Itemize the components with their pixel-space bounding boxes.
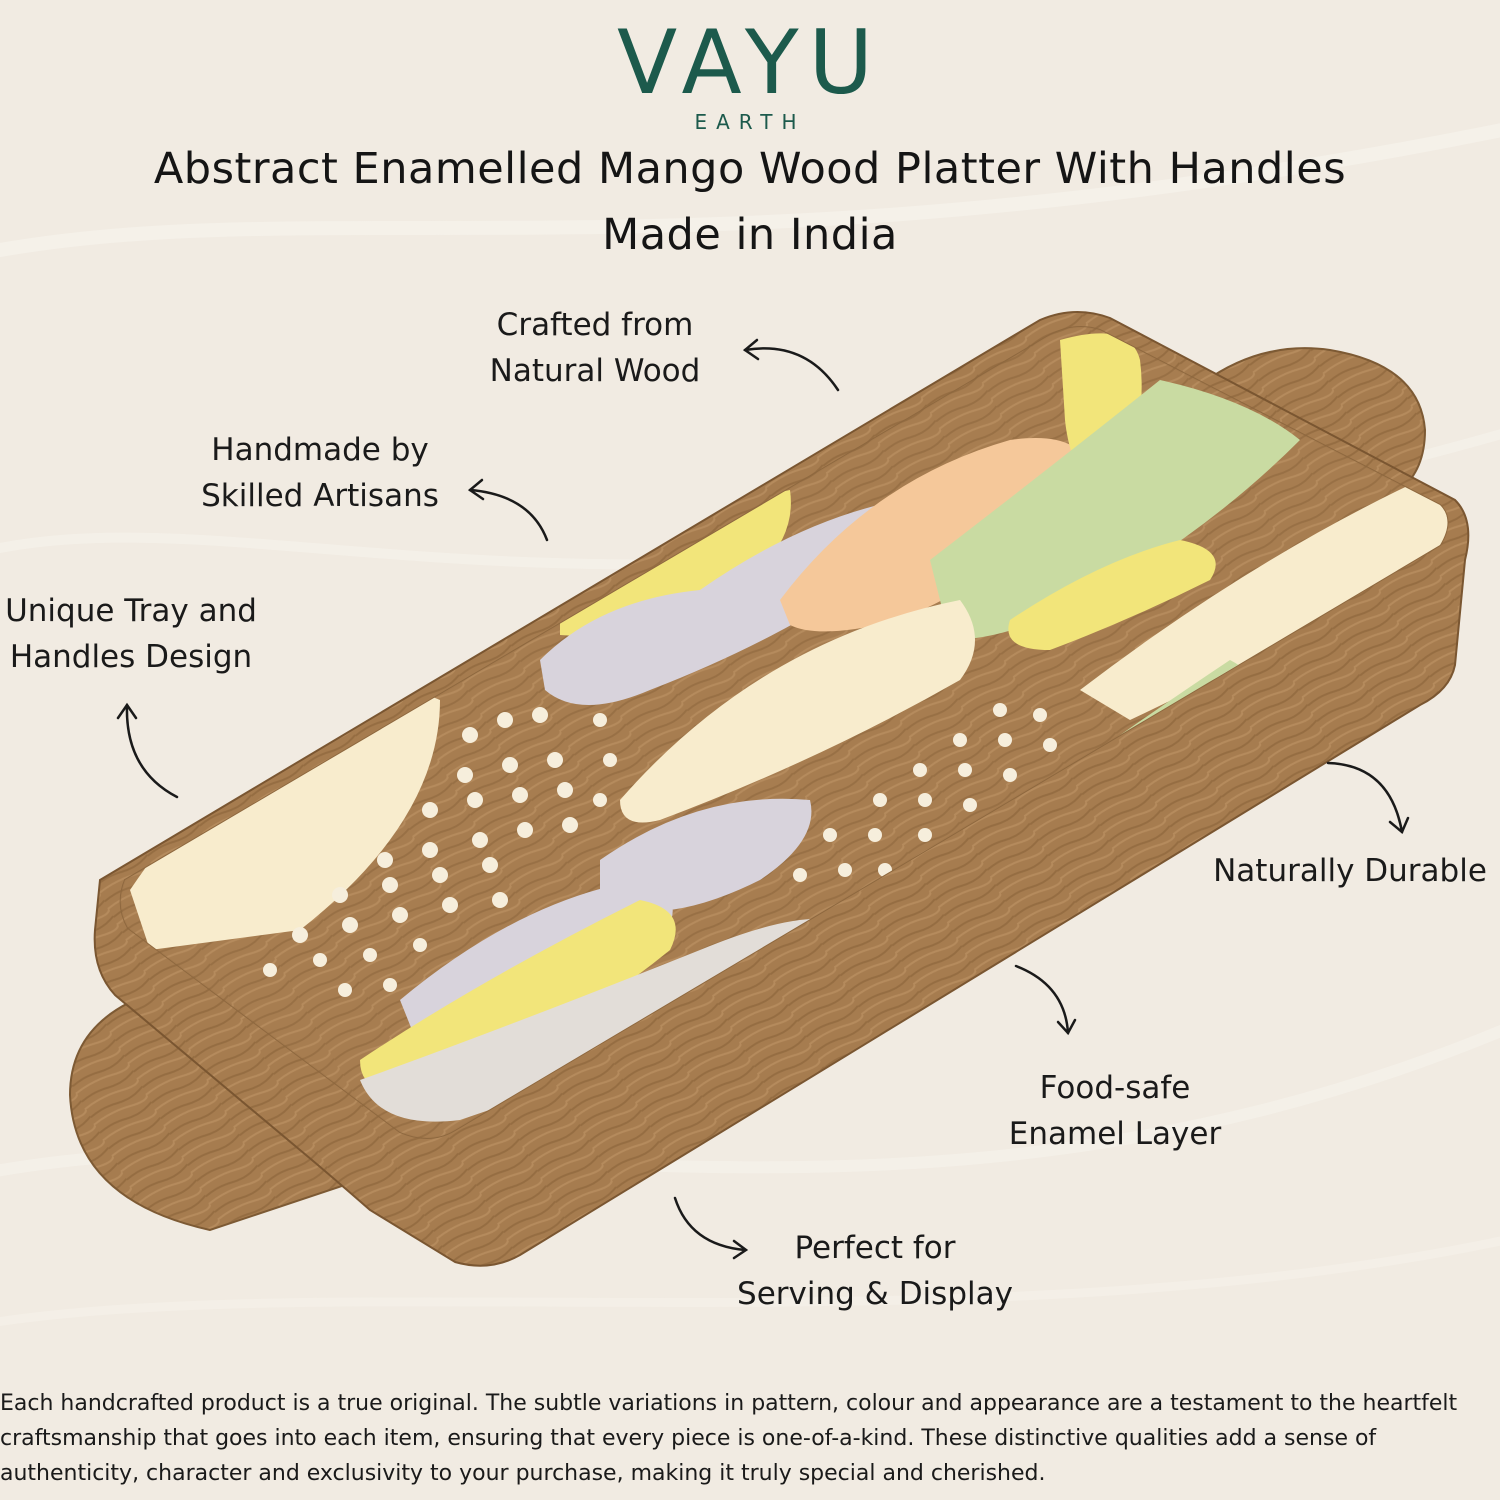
product-title: Abstract Enamelled Mango Wood Platter Wi… xyxy=(153,144,1347,194)
arrow-serving xyxy=(673,1196,749,1260)
brand-subtitle: EARTH xyxy=(694,110,806,134)
callout-durable: Naturally Durable xyxy=(1200,848,1500,894)
callout-food-safe-line2: Enamel Layer xyxy=(1008,1116,1222,1152)
callout-food-safe: Food-safe Enamel Layer xyxy=(970,1065,1260,1157)
callout-serving-line1: Perfect for xyxy=(794,1230,956,1266)
arrow-artisans xyxy=(467,478,549,542)
callout-natural-wood-line2: Natural Wood xyxy=(489,353,701,389)
callout-food-safe-line1: Food-safe xyxy=(1039,1070,1191,1106)
footer-disclaimer: Each handcrafted product is a true origi… xyxy=(0,1391,1458,1486)
enamel-dots xyxy=(263,703,1057,997)
callout-natural-wood: Crafted from Natural Wood xyxy=(440,302,750,394)
arrow-durable xyxy=(1326,761,1410,835)
callout-design: Unique Tray and Handles Design xyxy=(0,588,262,680)
arrow-design xyxy=(116,702,179,799)
callout-durable-line1: Naturally Durable xyxy=(1213,853,1487,889)
product-origin: Made in India xyxy=(602,210,898,260)
callout-serving: Perfect for Serving & Display xyxy=(720,1225,1030,1317)
callout-serving-line2: Serving & Display xyxy=(737,1276,1013,1312)
callout-artisans-line1: Handmade by xyxy=(211,432,429,468)
brand-logo: VAYU EARTH xyxy=(0,11,1500,135)
brand-name: VAYU xyxy=(616,11,884,114)
arrow-natural-wood xyxy=(742,338,840,392)
callout-artisans-line2: Skilled Artisans xyxy=(201,478,439,514)
callout-design-line1: Unique Tray and xyxy=(5,593,257,629)
callout-natural-wood-line1: Crafted from xyxy=(496,307,694,343)
callout-artisans: Handmade by Skilled Artisans xyxy=(170,427,470,519)
arrow-food-safe xyxy=(1014,964,1077,1036)
callout-design-line2: Handles Design xyxy=(9,639,253,675)
